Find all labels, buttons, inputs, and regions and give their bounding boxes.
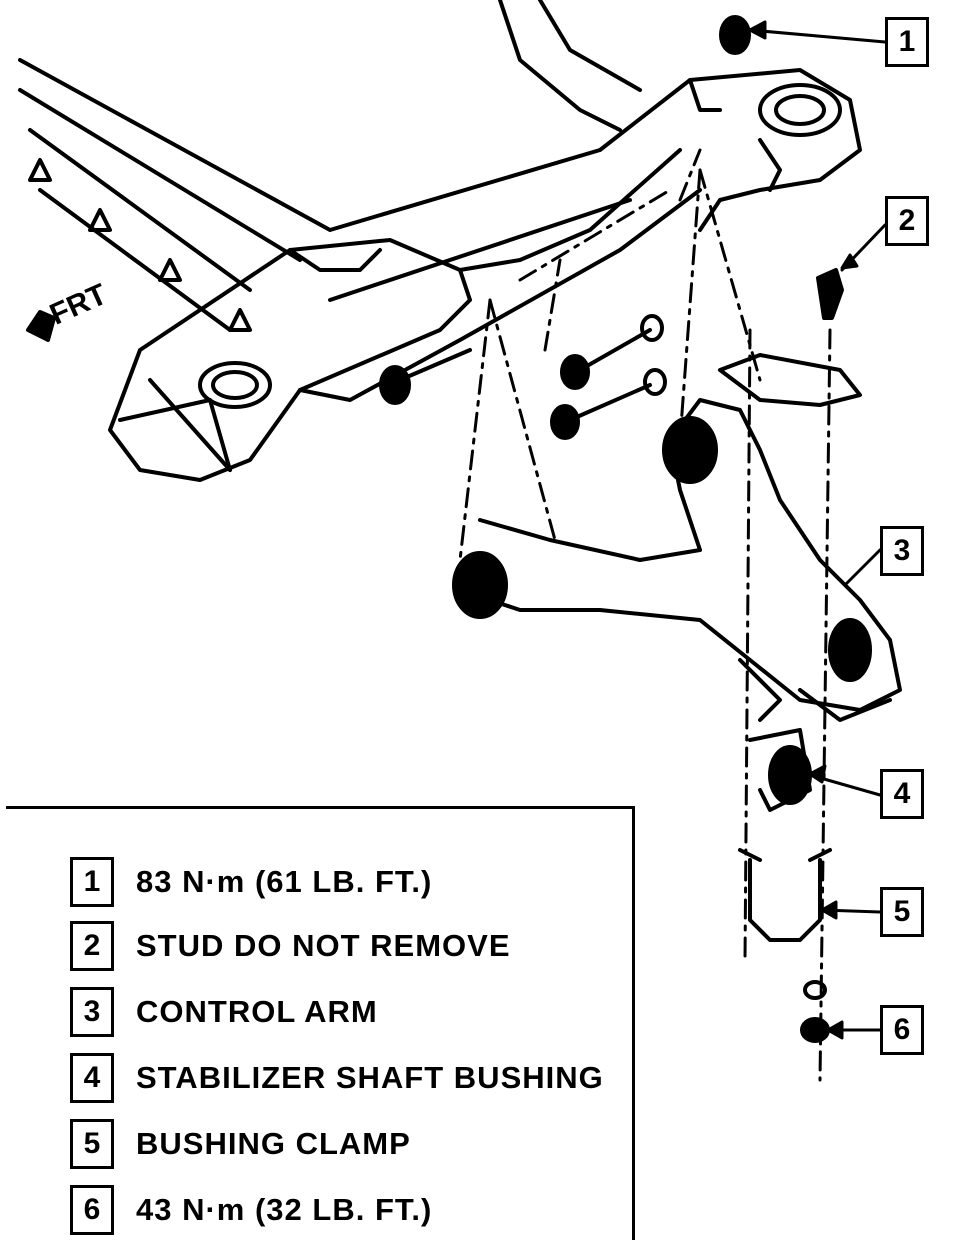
legend-item-2: 2 STUD DO NOT REMOVE (70, 921, 511, 971)
callout-6: 6 (880, 1005, 924, 1055)
legend-number-box: 6 (70, 1185, 114, 1235)
callout-leaders (748, 20, 887, 1040)
legend-text: CONTROL ARM (136, 994, 378, 1029)
alignment-lines (458, 148, 832, 1082)
stabilizer-bushing (748, 728, 812, 812)
legend-number-box: 5 (70, 1119, 114, 1169)
callout-5: 5 (880, 887, 924, 937)
mounting-bolts (379, 314, 667, 440)
callout-1: 1 (885, 17, 929, 67)
legend-number-box: 4 (70, 1053, 114, 1103)
legend-panel: 1 83 N·m (61 LB. FT.) 2 STUD DO NOT REMO… (6, 806, 635, 1240)
legend-item-5: 5 BUSHING CLAMP (70, 1119, 411, 1169)
legend-item-1: 1 83 N·m (61 LB. FT.) (70, 857, 432, 907)
legend-item-4: 4 STABILIZER SHAFT BUSHING (70, 1053, 604, 1103)
callout-2: 2 (885, 196, 929, 246)
front-arrow-icon (26, 310, 56, 342)
stud-part-2 (816, 268, 844, 320)
legend-number-box: 3 (70, 987, 114, 1037)
control-arm (452, 353, 902, 722)
legend-number-box: 2 (70, 921, 114, 971)
legend-text: STUD DO NOT REMOVE (136, 928, 511, 963)
legend-number-box: 1 (70, 857, 114, 907)
legend-text: 43 N·m (32 LB. FT.) (136, 1192, 433, 1227)
legend-text: BUSHING CLAMP (136, 1126, 411, 1161)
callout-4: 4 (880, 769, 924, 819)
callout-3: 3 (880, 526, 924, 576)
legend-text: STABILIZER SHAFT BUSHING (136, 1060, 604, 1095)
frame-crossmember (18, 0, 862, 482)
legend-item-3: 3 CONTROL ARM (70, 987, 378, 1037)
legend-item-6: 6 43 N·m (32 LB. FT.) (70, 1185, 432, 1235)
bushing-nut-1 (719, 15, 751, 55)
nut-part-6 (800, 980, 830, 1043)
legend-text: 83 N·m (61 LB. FT.) (136, 864, 433, 899)
bushing-clamp (738, 848, 832, 942)
